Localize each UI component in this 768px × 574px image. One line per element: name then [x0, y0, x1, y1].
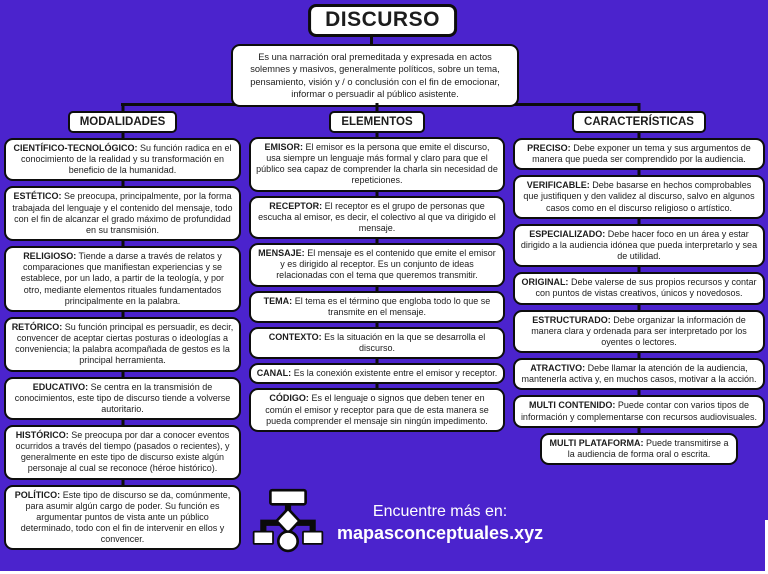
box-text: Debe organizar la información de manera …	[531, 314, 747, 347]
box-contexto: CONTEXTO: Es la situación en la que se d…	[249, 326, 505, 360]
box-term: CONTEXTO:	[268, 331, 322, 342]
box-term: VERIFICABLE:	[526, 180, 590, 191]
box-verificable: VERIFICABLE: Debe basarse en hechos comp…	[513, 175, 765, 219]
box-text: Es la conexión existente entre el emisor…	[293, 368, 498, 379]
box-term: EMISOR:	[264, 142, 303, 152]
frame-edge-right	[765, 520, 768, 574]
box-text: Es la situación en la que se desarrolla …	[324, 331, 486, 354]
box-estetico: ESTÉTICO: Se preocupa, principalmente, p…	[4, 186, 241, 242]
box-text: Su función radica en el conocimiento de …	[20, 143, 232, 176]
box-text: Su función principal es persuadir, es de…	[15, 321, 234, 366]
column-modalidades: MODALIDADES CIENTÍFICO-TECNOLÓGICO: Su f…	[4, 103, 241, 551]
box-text: Se preocupa, principalmente, por la form…	[12, 191, 233, 235]
box-receptor: RECEPTOR: El receptor es el grupo de per…	[249, 195, 505, 240]
box-term: ATRACTIVO:	[530, 363, 586, 374]
column-caracteristicas: CARACTERÍSTICAS PRECISO: Debe exponer un…	[513, 103, 765, 465]
box-term: ORIGINAL:	[521, 277, 569, 288]
branding-tagline: Encuentre más en:	[372, 503, 508, 521]
box-term: MULTI CONTENIDO:	[529, 400, 616, 411]
branding-text: Encuentre más en: mapasconceptuales.xyz	[337, 502, 543, 545]
box-cientifico-tecnologico: CIENTÍFICO-TECNOLÓGICO: Su función radic…	[4, 138, 241, 182]
box-term: MULTI PLATAFORMA:	[549, 437, 644, 448]
box-term: CIENTÍFICO-TECNOLÓGICO:	[13, 143, 138, 153]
box-text: Se centra en la transmisión de conocimie…	[14, 381, 231, 414]
box-text: Es el lenguaje o signos que deben tener …	[265, 393, 489, 426]
map-title: DISCURSO	[308, 4, 457, 37]
box-term: TEMA:	[263, 295, 293, 306]
box-atractivo: ATRACTIVO: Debe llamar la atención de la…	[513, 358, 765, 391]
box-text: El tema es el término que engloba todo l…	[294, 295, 491, 317]
box-text: El emisor es la persona que emite el dis…	[256, 142, 498, 186]
box-text: Puede contar con varios tipos de informa…	[520, 400, 758, 422]
box-emisor: EMISOR: El emisor es la persona que emit…	[249, 137, 505, 192]
box-term: PRECISO:	[527, 143, 571, 153]
branding-url: mapasconceptuales.xyz	[337, 523, 544, 544]
box-politico: POLÍTICO: Este tipo de discurso se da, c…	[4, 484, 241, 551]
column-header-modalidades: MODALIDADES	[67, 111, 178, 133]
box-educativo: EDUCATIVO: Se centra en la transmisión d…	[4, 376, 241, 420]
box-text: Debe hacer foco en un área y estar dirig…	[520, 228, 758, 262]
box-text: El receptor es el grupo de personas que …	[258, 200, 496, 233]
box-text: Debe valerse de sus propios recursos y c…	[535, 277, 757, 299]
box-historico: HISTÓRICO: Se preocupa por dar a conocer…	[4, 424, 241, 480]
box-especializado: ESPECIALIZADO: Debe hacer foco en un áre…	[513, 223, 765, 268]
box-canal: CANAL: Es la conexión existente entre el…	[249, 363, 505, 385]
map-description: Es una narración oral premeditada y expr…	[231, 44, 519, 108]
box-term: RECEPTOR:	[269, 200, 323, 211]
box-term: CÓDIGO:	[269, 393, 309, 404]
box-term: ESPECIALIZADO:	[529, 228, 606, 239]
box-codigo: CÓDIGO: Es el lenguaje o signos que debe…	[249, 388, 505, 432]
column-header-caracteristicas: CARACTERÍSTICAS	[572, 111, 706, 133]
box-text: El mensaje es el contenido que emite el …	[276, 248, 496, 281]
box-term: ESTÉTICO:	[13, 191, 62, 202]
box-multi-contenido: MULTI CONTENIDO: Puede contar con varios…	[513, 395, 765, 428]
box-term: CANAL:	[256, 368, 292, 379]
box-term: RELIGIOSO:	[23, 251, 77, 262]
box-estructurado: ESTRUCTURADO: Debe organizar la informac…	[513, 309, 765, 354]
box-preciso: PRECISO: Debe exponer un tema y sus argu…	[513, 138, 765, 171]
frame-edge-bottom	[0, 571, 768, 574]
box-term: HISTÓRICO:	[15, 429, 69, 440]
box-text: Este tipo de discurso se da, comúnmente,…	[20, 489, 231, 545]
column-elementos: ELEMENTOS EMISOR: El emisor es la person…	[249, 103, 505, 432]
box-text: Se preocupa por dar a conocer eventos oc…	[15, 429, 230, 474]
column-header-elementos: ELEMENTOS	[329, 111, 425, 133]
box-retorico: RETÓRICO: Su función principal es persua…	[4, 316, 241, 372]
box-text: Debe basarse en hechos comprobables que …	[523, 180, 755, 213]
box-text: Puede transmitirse a la audiencia de for…	[567, 437, 729, 459]
box-mensaje: MENSAJE: El mensaje es el contenido que …	[249, 243, 505, 287]
box-term: POLÍTICO:	[14, 489, 61, 500]
box-text: Tiende a darse a través de relatos y com…	[20, 251, 225, 306]
box-tema: TEMA: El tema es el término que engloba …	[249, 290, 505, 323]
box-term: RETÓRICO:	[11, 321, 63, 332]
flowchart-icon	[251, 486, 325, 561]
box-religioso: RELIGIOSO: Tiende a darse a través de re…	[4, 246, 241, 312]
box-term: ESTRUCTURADO:	[532, 314, 611, 325]
box-term: MENSAJE:	[258, 248, 305, 259]
box-text: Debe llamar la atención de la audiencia,…	[521, 363, 757, 385]
box-term: EDUCATIVO:	[32, 381, 89, 392]
box-text: Debe exponer un tema y sus argumentos de…	[532, 143, 751, 165]
columns-container: MODALIDADES CIENTÍFICO-TECNOLÓGICO: Su f…	[4, 103, 765, 551]
box-multi-plataforma: MULTI PLATAFORMA: Puede transmitirse a l…	[540, 432, 738, 465]
box-original: ORIGINAL: Debe valerse de sus propios re…	[513, 272, 765, 305]
site-branding: Encuentre más en: mapasconceptuales.xyz	[251, 486, 543, 561]
